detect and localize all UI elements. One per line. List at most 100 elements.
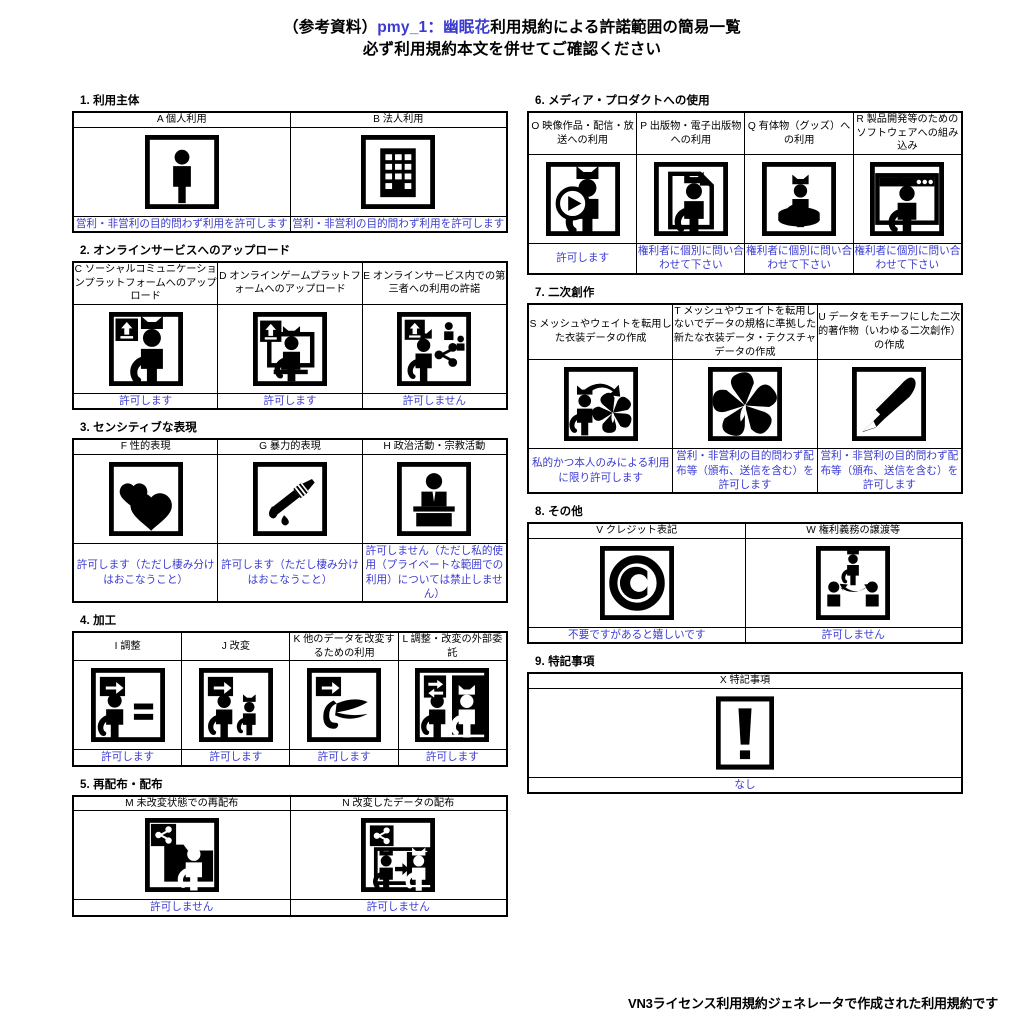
cell-icon-G bbox=[217, 453, 363, 544]
cell-header-X: X 特記事項 bbox=[527, 672, 963, 689]
cell-icon-E bbox=[361, 303, 508, 394]
title-work-name: pmy_1：幽眠花 bbox=[377, 19, 491, 36]
cell-header-W: W 権利義務の譲渡等 bbox=[744, 522, 963, 539]
transfer-rights-icon bbox=[746, 539, 962, 627]
title-prefix: （参考資料） bbox=[283, 19, 378, 36]
share-folder-icon bbox=[74, 811, 290, 899]
software-window-icon bbox=[854, 155, 961, 243]
table-row-answers: 許可します許可します許可しません bbox=[72, 392, 508, 410]
section-heading: 1. 利用主体 bbox=[80, 95, 140, 107]
table-row-icons bbox=[72, 303, 508, 394]
cell-answer-D: 許可します bbox=[217, 392, 363, 410]
cell-answer-H: 許可しません（ただし私的使用（プライベートな範囲での利用）については禁止しません… bbox=[361, 542, 508, 603]
cell-header-O: O 映像作品・配信・放送への利用 bbox=[527, 111, 638, 156]
cell-answer-F: 許可します（ただし棲み分けはおこなうこと） bbox=[72, 542, 219, 603]
section-heading: 4. 加工 bbox=[80, 615, 117, 628]
cell-answer-T: 営利・非営利の目的問わず配布等（頒布、送信を含む）を許可します bbox=[672, 448, 818, 494]
knife-blood-icon bbox=[218, 455, 361, 543]
title-line-1: （参考資料）pmy_1：幽眠花利用規約による許諾範囲の簡易一覧 bbox=[0, 17, 1024, 39]
cell-answer-R: 権利者に個別に問い合わせて下さい bbox=[852, 243, 963, 275]
cell-header-A: A 個人利用 bbox=[72, 111, 291, 128]
cell-answer-S: 私的かつ本人のみによる利用に限り許可します bbox=[527, 448, 674, 494]
cell-answer-N: 許可しません bbox=[289, 899, 508, 917]
cell-answer-W: 許可しません bbox=[744, 626, 963, 644]
cell-icon-C bbox=[72, 303, 219, 394]
table-row-icons bbox=[72, 810, 508, 901]
cell-icon-A bbox=[72, 126, 291, 217]
cell-icon-Q bbox=[744, 154, 854, 245]
cell-header-P: P 出版物・電子出版物への利用 bbox=[636, 111, 746, 156]
outsource-icon bbox=[399, 661, 506, 749]
cell-header-M: M 未改変状態での再配布 bbox=[72, 795, 291, 812]
cell-answer-B: 営利・非営利の目的問わず利用を許可します bbox=[289, 215, 508, 233]
title-suffix: 利用規約による許諾範囲の簡易一覧 bbox=[490, 19, 741, 36]
cell-icon-V bbox=[527, 537, 746, 628]
table-row-answers: 許可しません許可しません bbox=[72, 899, 508, 917]
cell-answer-Q: 権利者に個別に問い合わせて下さい bbox=[744, 243, 854, 275]
generator-footer: VN3ライセンス利用規約ジェネレータで作成された利用規約です bbox=[627, 996, 998, 1011]
costume-icon bbox=[673, 360, 816, 448]
cell-header-D: D オンラインゲームプラットフォームへのアップロード bbox=[217, 261, 363, 305]
table-row-icons bbox=[527, 359, 963, 450]
table-row-answers: 私的かつ本人のみによる利用に限り許可します営利・非営利の目的問わず配布等（頒布、… bbox=[527, 448, 963, 494]
building-icon bbox=[291, 128, 507, 216]
section-2: 2. オンラインサービスへのアップロード C ソーシャルコミュニケーションプラット… bbox=[72, 242, 508, 411]
copyright-icon bbox=[529, 539, 745, 627]
section-heading: 9. 特記事項 bbox=[535, 656, 595, 669]
cell-header-R: R 製品開発等のためのソフトウェアへの組み込み bbox=[852, 111, 963, 156]
cell-answer-E: 許可しません bbox=[361, 392, 508, 410]
share-modified-icon bbox=[291, 811, 507, 899]
cell-icon-I bbox=[72, 660, 183, 751]
section-heading: 2. オンラインサービスへのアップロード bbox=[80, 244, 291, 257]
table-row-answers: なし bbox=[527, 776, 963, 794]
modify-two-cats-icon bbox=[182, 661, 289, 749]
table-row-header: X 特記事項 bbox=[527, 672, 963, 689]
table-row-icons bbox=[72, 660, 508, 751]
cell-icon-O bbox=[527, 154, 638, 245]
cell-answer-G: 許可します（ただし棲み分けはおこなうこと） bbox=[217, 542, 363, 603]
cell-icon-L bbox=[397, 660, 508, 751]
cell-header-I: I 調整 bbox=[72, 631, 183, 662]
modify-other-data-icon bbox=[290, 661, 397, 749]
adjust-equal-icon bbox=[74, 661, 181, 749]
cell-header-V: V クレジット表記 bbox=[527, 522, 746, 539]
table-row-icons bbox=[72, 453, 508, 544]
cell-header-Q: Q 有体物（グッズ）への利用 bbox=[744, 111, 854, 156]
cell-header-N: N 改変したデータの配布 bbox=[289, 795, 508, 812]
title-line-2: 必ず利用規約本文を併せてご確認ください bbox=[362, 41, 662, 59]
page-title: （参考資料）pmy_1：幽眠花利用規約による許諾範囲の簡易一覧 必ず利用規約本文… bbox=[0, 0, 1024, 62]
table-row-answers: 許可します許可します許可します許可します bbox=[72, 749, 508, 767]
cell-icon-W bbox=[744, 537, 963, 628]
cell-icon-T bbox=[672, 359, 818, 450]
section-table: X 特記事項なし bbox=[527, 672, 963, 795]
podium-speaker-icon bbox=[363, 455, 506, 543]
upload-monitor-icon bbox=[218, 305, 361, 393]
table-row-icons bbox=[527, 687, 963, 778]
cell-icon-R bbox=[852, 154, 963, 245]
cell-icon-N bbox=[289, 810, 508, 901]
cell-answer-P: 権利者に個別に問い合わせて下さい bbox=[636, 243, 746, 275]
section-heading: 8. その他 bbox=[535, 506, 583, 519]
table-row-icons bbox=[72, 126, 508, 217]
cell-icon-M bbox=[72, 810, 291, 901]
cell-header-E: E オンラインサービス内での第三者への利用の許諾 bbox=[361, 261, 508, 305]
cell-icon-P bbox=[636, 154, 746, 245]
table-row-answers: 営利・非営利の目的問わず利用を許可します営利・非営利の目的問わず利用を許可します bbox=[72, 215, 508, 233]
